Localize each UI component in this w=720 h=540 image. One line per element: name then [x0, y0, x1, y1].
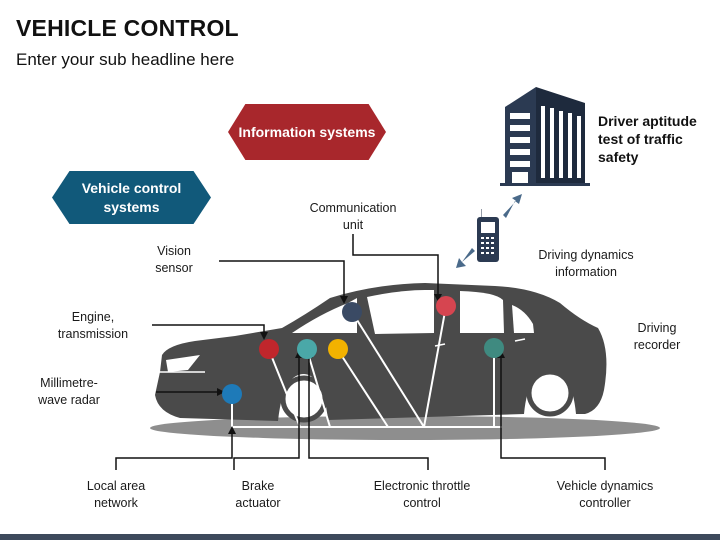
signal-arrows — [456, 194, 522, 268]
engine-transmission-label: Engine, transmission — [57, 310, 129, 341]
car-window-front — [292, 298, 357, 333]
local-area-network-label: Local area network — [86, 479, 146, 510]
driving-dynamics-information-label: Driving dynamics information — [538, 248, 634, 279]
callout-lines — [115, 234, 606, 470]
throttle-control-dot — [328, 339, 348, 359]
page-subtitle: Enter your sub headline here — [16, 50, 235, 69]
radar-dot — [222, 384, 242, 404]
building-icon — [500, 87, 590, 186]
vehicle-control-systems-banner: Vehicle control systems — [52, 171, 211, 224]
bus-lines — [231, 305, 502, 428]
brake-actuator-dot — [297, 339, 317, 359]
brake-actuator-label: Brake actuator — [235, 479, 281, 510]
driving-recorder-label: Driving recorder — [633, 321, 681, 352]
car-window-rear — [460, 291, 504, 333]
car-headlight — [166, 355, 200, 372]
communication-unit-dot — [436, 296, 456, 316]
vision-sensor-label: Vision sensor — [155, 244, 193, 275]
footer-bar — [0, 534, 720, 540]
driver-aptitude-label: Driver aptitude test of traffic safety — [598, 113, 697, 165]
car-window-quarter — [512, 305, 534, 333]
car-window-mid — [367, 290, 434, 334]
electronic-throttle-control-label: Electronic throttle control — [373, 479, 471, 510]
millimetre-wave-radar-label: Millimetre-wave radar — [38, 376, 100, 407]
driving-recorder-dot — [484, 338, 504, 358]
communication-unit-label: Communication unit — [309, 201, 397, 232]
car-wheel-rear — [526, 369, 574, 417]
page-title: VEHICLE CONTROL — [16, 15, 239, 41]
vehicle-dynamics-controller-label: Vehicle dynamics controller — [556, 479, 654, 510]
information-systems-banner: Information systems — [228, 104, 386, 160]
engine-transmission-dot — [259, 339, 279, 359]
mobile-phone-icon — [477, 209, 499, 262]
vision-sensor-dot — [342, 302, 362, 322]
